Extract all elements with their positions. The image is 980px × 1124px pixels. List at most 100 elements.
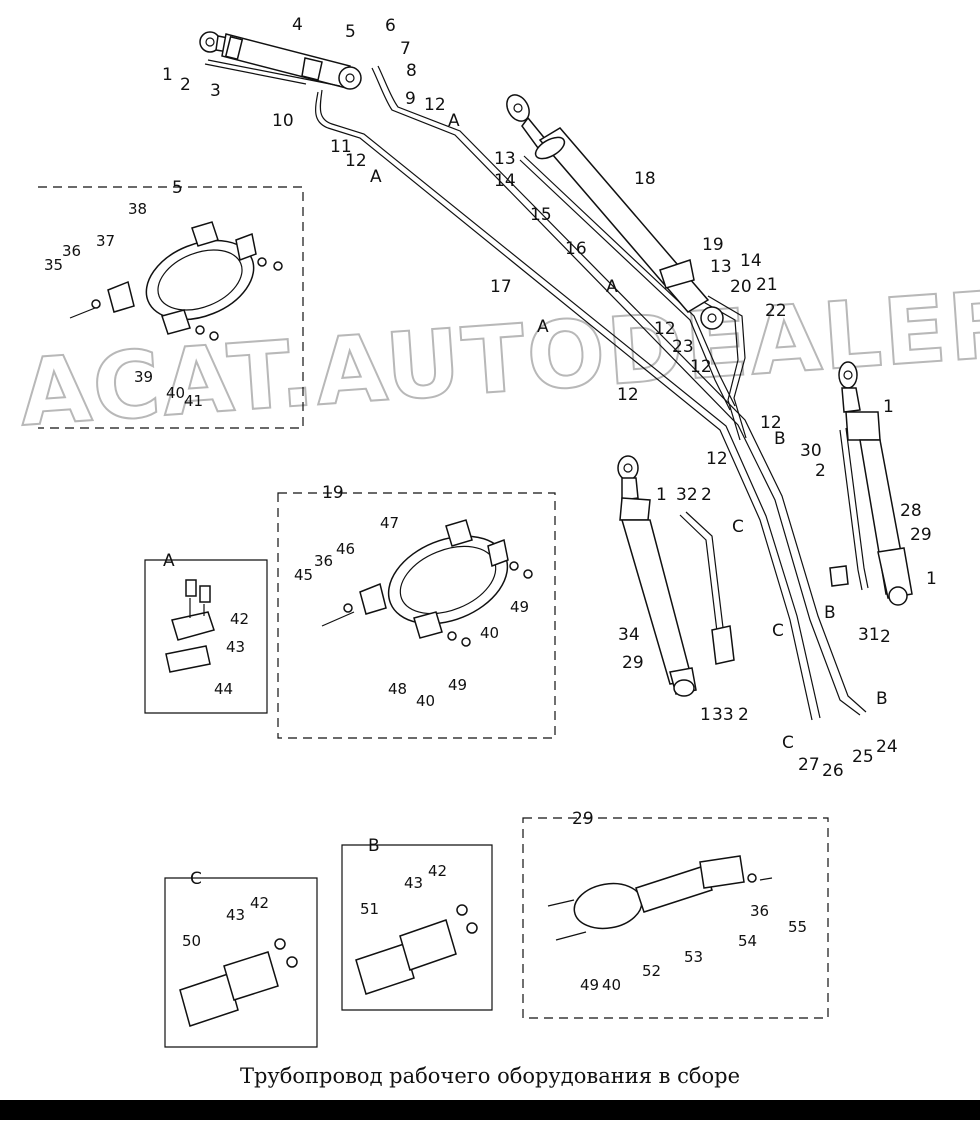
section-markers: A A A A B C B C B C: [370, 111, 888, 753]
label-12c: 12: [654, 319, 676, 339]
label-39: 39: [134, 368, 153, 386]
label-36c: 36: [750, 902, 769, 920]
detail-box-c: C: [164, 869, 318, 1048]
label-27: 27: [798, 755, 820, 775]
label-5: 5: [345, 22, 356, 42]
label-31: 31: [858, 625, 880, 645]
label-24: 24: [876, 737, 898, 757]
detail-29-strap: [547, 855, 773, 941]
label-14: 14: [494, 171, 516, 191]
svg-text:5: 5: [172, 178, 183, 198]
label-42c: 42: [250, 894, 269, 912]
label-2e: 2: [738, 705, 749, 725]
svg-text:29: 29: [572, 809, 594, 829]
label-12g: 12: [706, 449, 728, 469]
label-54: 54: [738, 932, 757, 950]
svg-text:B: B: [774, 429, 786, 449]
label-7: 7: [400, 39, 411, 59]
svg-text:A: A: [606, 277, 618, 297]
label-2d: 2: [701, 485, 712, 505]
label-41: 41: [184, 392, 203, 410]
label-43c: 43: [226, 906, 245, 924]
svg-text:B: B: [368, 836, 380, 856]
label-16: 16: [565, 239, 587, 259]
label-40b: 40: [480, 624, 499, 642]
svg-text:C: C: [772, 621, 784, 641]
label-49c: 49: [580, 976, 599, 994]
label-1e: 1: [700, 705, 711, 725]
svg-text:A: A: [163, 551, 175, 571]
label-36: 36: [62, 242, 81, 260]
label-49b: 49: [448, 676, 467, 694]
label-30: 30: [800, 441, 822, 461]
svg-text:19: 19: [322, 483, 344, 503]
label-2b: 2: [815, 461, 826, 481]
label-40d: 40: [602, 976, 621, 994]
label-26: 26: [822, 761, 844, 781]
label-33: 33: [712, 705, 734, 725]
svg-text:B: B: [876, 689, 888, 709]
label-49: 49: [510, 598, 529, 616]
label-29: 29: [910, 525, 932, 545]
label-1c: 1: [926, 569, 937, 589]
svg-text:A: A: [537, 317, 549, 337]
cylinder-34: [617, 455, 735, 697]
label-8: 8: [406, 61, 417, 81]
label-55: 55: [788, 918, 807, 936]
detail-box-5: 5: [38, 178, 304, 429]
diagram-caption: Трубопровод рабочего оборудования в сбор…: [239, 1064, 741, 1088]
label-38: 38: [128, 200, 147, 218]
label-34: 34: [618, 625, 640, 645]
label-36b: 36: [314, 552, 333, 570]
svg-text:C: C: [732, 517, 744, 537]
detail-box-a: A: [144, 551, 268, 714]
bucket-cylinder-28: [829, 361, 913, 606]
label-9: 9: [405, 89, 416, 109]
label-40c: 40: [416, 692, 435, 710]
label-13: 13: [494, 149, 516, 169]
label-12f: 12: [760, 413, 782, 433]
part-labels: 4 5 6 7 8 1 2 3 9 10 12 11 12 13 14 15 1…: [44, 15, 937, 994]
detail-box-b: B: [341, 836, 493, 1011]
label-1b: 1: [883, 397, 894, 417]
label-10: 10: [272, 111, 294, 131]
label-25: 25: [852, 747, 874, 767]
svg-text:A: A: [448, 111, 460, 131]
label-14b: 14: [740, 251, 762, 271]
detail-box-29: 29: [522, 809, 829, 1019]
label-21: 21: [756, 275, 778, 295]
label-15: 15: [530, 205, 552, 225]
label-43b: 43: [404, 874, 423, 892]
detail-5-clamp: [69, 221, 283, 341]
label-13b: 13: [710, 257, 732, 277]
svg-text:B: B: [824, 603, 836, 623]
boom-cylinder-4: [199, 31, 362, 90]
svg-text:A: A: [370, 167, 382, 187]
svg-text:C: C: [190, 869, 202, 889]
label-35: 35: [44, 256, 63, 274]
label-1: 1: [162, 65, 173, 85]
arm-cylinder-18: [506, 94, 724, 330]
label-3: 3: [210, 81, 221, 101]
label-20: 20: [730, 277, 752, 297]
label-12d: 12: [690, 357, 712, 377]
label-45: 45: [294, 566, 313, 584]
label-53: 53: [684, 948, 703, 966]
detail-box-19: 19: [277, 483, 556, 739]
bottom-border: [0, 1100, 980, 1120]
label-43: 43: [226, 638, 245, 656]
label-23: 23: [672, 337, 694, 357]
label-40: 40: [166, 384, 185, 402]
label-37: 37: [96, 232, 115, 250]
label-29b: 29: [622, 653, 644, 673]
label-4: 4: [292, 15, 303, 35]
label-18: 18: [634, 169, 656, 189]
label-22: 22: [765, 301, 787, 321]
label-47: 47: [380, 514, 399, 532]
detail-b-blocks: [355, 904, 478, 995]
label-12b: 12: [345, 151, 367, 171]
label-19: 19: [702, 235, 724, 255]
label-17: 17: [490, 277, 512, 297]
label-6: 6: [385, 16, 396, 36]
